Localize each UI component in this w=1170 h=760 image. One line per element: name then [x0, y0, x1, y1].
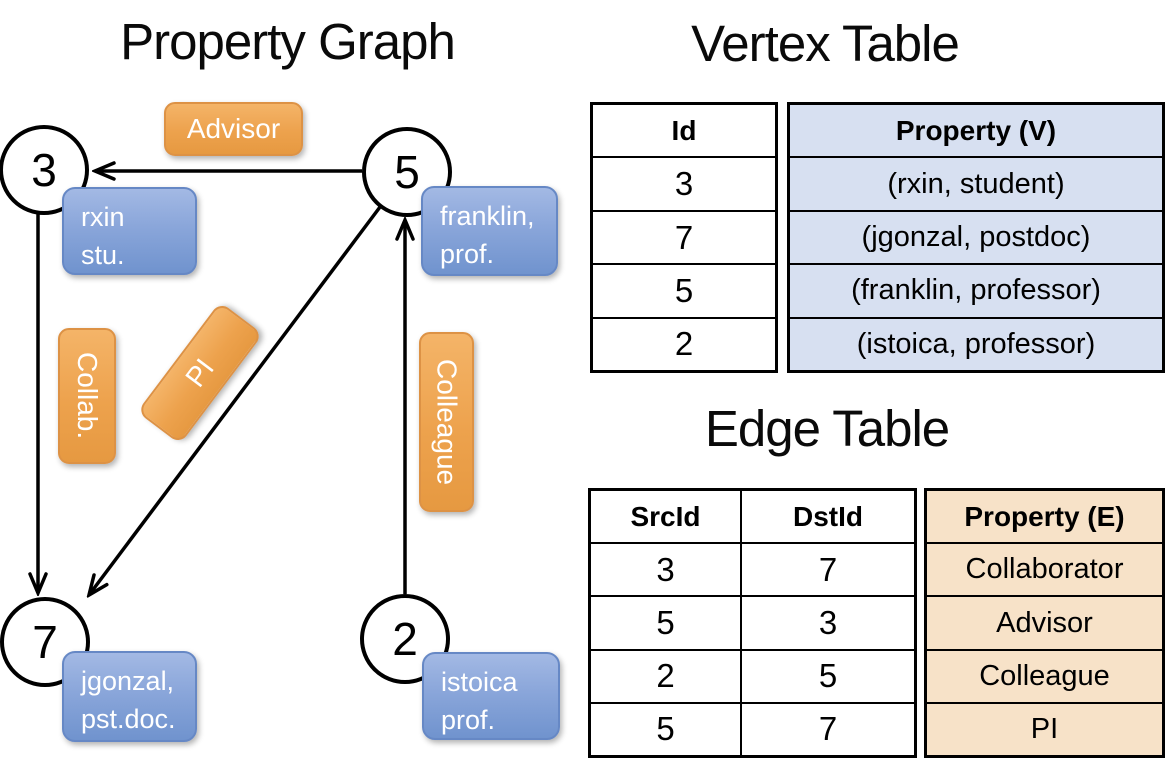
vertex-table-property-column: Property (V) (rxin, student) (jgonzal, p…	[787, 102, 1165, 373]
edge-dstid-cell: 7	[818, 710, 838, 748]
edge-table-property-column: Property (E) Collaborator Advisor Collea…	[924, 488, 1165, 758]
node-property-line: stu.	[81, 240, 125, 270]
node-property-line: istoica	[441, 667, 518, 697]
edge-table-dstid-header: DstId	[742, 491, 914, 545]
node-property-line: jgonzal,	[81, 666, 175, 696]
vertex-property-cell: (rxin, student)	[790, 158, 1162, 212]
vertex-property-cell: (jgonzal, postdoc)	[790, 212, 1162, 266]
graph-edges-layer	[0, 0, 560, 760]
edge-srcid-cell: 3	[591, 544, 740, 598]
vertex-table-id-header: Id	[593, 105, 775, 159]
edge-label-colleague: Colleague	[419, 332, 474, 512]
edge-property-cell: Collaborator	[927, 544, 1162, 598]
edge-dstid-cell: 3	[742, 597, 914, 651]
vertex-property-cell: (istoica, professor)	[856, 327, 1096, 360]
vertex-id-cell: 3	[593, 158, 775, 212]
edge-table-title: Edge Table	[704, 400, 950, 457]
node-id-label: 3	[31, 144, 57, 196]
edge-srcid-cell: 5	[591, 597, 740, 651]
edge-label-advisor: Advisor	[164, 102, 303, 156]
node-property-line: franklin,	[440, 201, 535, 231]
node-property-line: pst.doc.	[81, 704, 176, 734]
edge-pi-5-to-7	[89, 205, 382, 595]
edge-table-id-columns: SrcId 3 5 2 5 DstId 7 3 5 7	[588, 488, 917, 758]
property-graph-title: Property Graph	[120, 13, 456, 70]
node-property-box-istoica: istoica prof.	[422, 652, 560, 740]
edge-table-dstid-column: DstId 7 3 5 7	[742, 491, 914, 755]
edge-srcid-cell: 2	[591, 651, 740, 704]
vertex-id-cell: 2	[674, 325, 694, 363]
edge-dstid-cell: 5	[742, 651, 914, 704]
node-id-label: 7	[32, 616, 58, 668]
vertex-table-id-column: Id 3 7 5 2	[590, 102, 778, 373]
node-property-box-jgonzal: jgonzal, pst.doc.	[62, 651, 197, 742]
edge-table-srcid-column: SrcId 3 5 2 5	[591, 491, 742, 755]
node-id-label: 2	[392, 613, 418, 665]
vertex-id-cell: 7	[593, 212, 775, 266]
edge-property-cell: PI	[1030, 712, 1059, 745]
node-property-line: rxin	[81, 202, 125, 232]
edge-property-cell: Colleague	[927, 651, 1162, 704]
node-property-box-franklin: franklin, prof.	[421, 186, 558, 276]
edge-property-cell: Advisor	[927, 597, 1162, 651]
edge-table-srcid-header: SrcId	[591, 491, 740, 545]
node-property-box-rxin: rxin stu.	[62, 187, 197, 275]
vertex-property-cell: (franklin, professor)	[790, 265, 1162, 319]
node-id-label: 5	[394, 146, 420, 198]
node-property-line: prof.	[441, 705, 496, 735]
edge-table-property-header: Property (E)	[927, 491, 1162, 545]
vertex-table-property-header: Property (V)	[790, 105, 1162, 159]
graph-node-5: 5	[362, 127, 452, 217]
edge-srcid-cell: 5	[656, 710, 675, 748]
edge-dstid-cell: 7	[742, 544, 914, 598]
vertex-table-title: Vertex Table	[691, 15, 960, 72]
vertex-id-cell: 5	[593, 265, 775, 319]
node-property-line: prof.	[440, 239, 495, 269]
graph-node-2: 2	[360, 594, 450, 684]
edge-label-collab: Collab.	[58, 328, 116, 464]
